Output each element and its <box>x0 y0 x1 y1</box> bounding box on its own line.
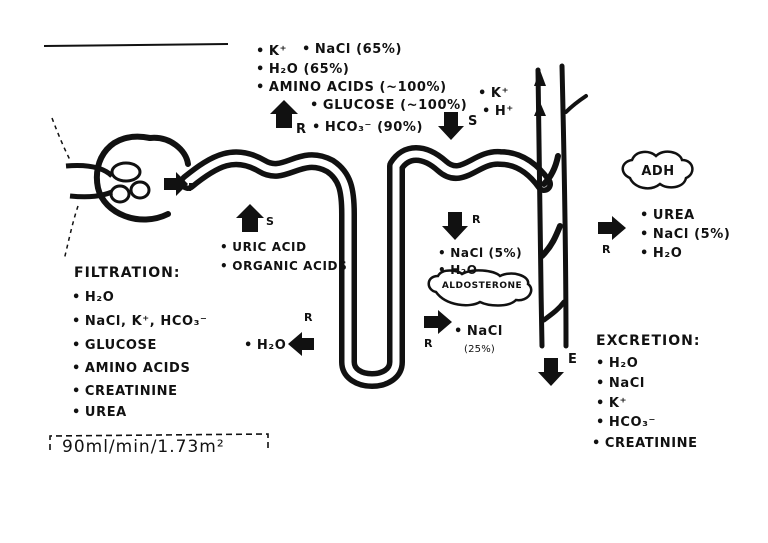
loop-nacl-item: NaCl <box>454 324 503 339</box>
proximal-secrete-mark: S <box>468 114 478 129</box>
excretion-item: CREATININE <box>592 436 698 451</box>
adh-cloud <box>621 150 694 190</box>
filtration-arrow <box>164 172 188 196</box>
tubule <box>179 145 553 389</box>
distal-reabsorb-mark: R <box>472 213 482 226</box>
excretion-mark: E <box>568 352 578 367</box>
filtration-item: UREA <box>72 405 127 420</box>
excretion-title: EXCRETION: <box>596 333 701 349</box>
loop-nacl-pct: (25%) <box>464 344 496 355</box>
filtration-item: AMINO ACIDS <box>72 361 190 376</box>
secreted-item: K⁺ <box>478 86 509 101</box>
duct-arrow-1 <box>534 70 546 86</box>
proximal-item: HCO₃⁻ (90%) <box>312 120 423 135</box>
proximal-item: K⁺ <box>256 44 287 59</box>
collecting-item: NaCl (5%) <box>640 227 730 242</box>
collecting-reabsorb-mark: R <box>602 243 612 256</box>
proximal-item: GLUCOSE (~100%) <box>310 98 467 113</box>
afferent-dashed-in <box>51 117 71 161</box>
excretion-item: NaCl <box>596 376 645 391</box>
distal-item: NaCl (5%) <box>438 246 522 261</box>
secreted-item: H⁺ <box>482 104 514 119</box>
collecting-reabsorb-arrow <box>598 216 626 240</box>
organic-item: ORGANIC ACIDS <box>220 259 347 274</box>
loop-nacl-mark: R <box>424 337 434 350</box>
filtration-item: CREATININE <box>72 384 178 399</box>
excretion-item: K⁺ <box>596 396 627 411</box>
proximal-reabsorb-arrow <box>270 100 298 128</box>
organic-secrete-arrow <box>236 204 264 232</box>
excretion-item: H₂O <box>596 356 638 371</box>
loop-water-arrow <box>288 332 314 356</box>
proximal-item: NaCl (65%) <box>302 42 402 57</box>
excretion-item: HCO₃⁻ <box>596 415 656 430</box>
loop-water-mark: R <box>304 311 314 324</box>
proximal-item: AMINO ACIDS (~100%) <box>256 80 447 95</box>
adh-label: ADH <box>641 164 675 179</box>
distal-item: H₂O <box>438 263 478 278</box>
glomerulus <box>65 161 151 204</box>
proximal-secrete-arrow <box>438 112 464 140</box>
organic-item: URIC ACID <box>220 240 307 255</box>
duct-arrow-2 <box>534 102 546 116</box>
filtration-mark: F <box>188 181 197 194</box>
filtration-item: GLUCOSE <box>72 338 157 353</box>
efferent-dashed-out <box>63 205 79 261</box>
distal-reabsorb-arrow <box>442 212 468 240</box>
organic-secrete-mark: S <box>266 215 275 228</box>
excretion-arrow <box>538 358 564 386</box>
rate-box <box>49 433 269 452</box>
loop-nacl-arrow <box>424 310 452 334</box>
filtration-item: NaCl, K⁺, HCO₃⁻ <box>72 314 207 329</box>
transport-arrows <box>164 70 626 386</box>
loop-water-item: H₂O <box>244 338 286 353</box>
top-rule <box>43 43 229 47</box>
bottom-blank <box>0 455 768 543</box>
collecting-item: UREA <box>640 208 695 223</box>
filtration-rate: 90ml/min/1.73m² <box>62 437 225 457</box>
proximal-item: H₂O (65%) <box>256 62 349 77</box>
bowman-capsule <box>93 133 191 223</box>
collecting-item: H₂O <box>640 246 682 261</box>
filtration-title: FILTRATION: <box>74 265 181 281</box>
proximal-reabsorb-mark: R <box>296 122 307 137</box>
filtration-item: H₂O <box>72 290 114 305</box>
aldosterone-label: ALDOSTERONE <box>441 281 523 291</box>
collecting-duct <box>535 63 588 349</box>
